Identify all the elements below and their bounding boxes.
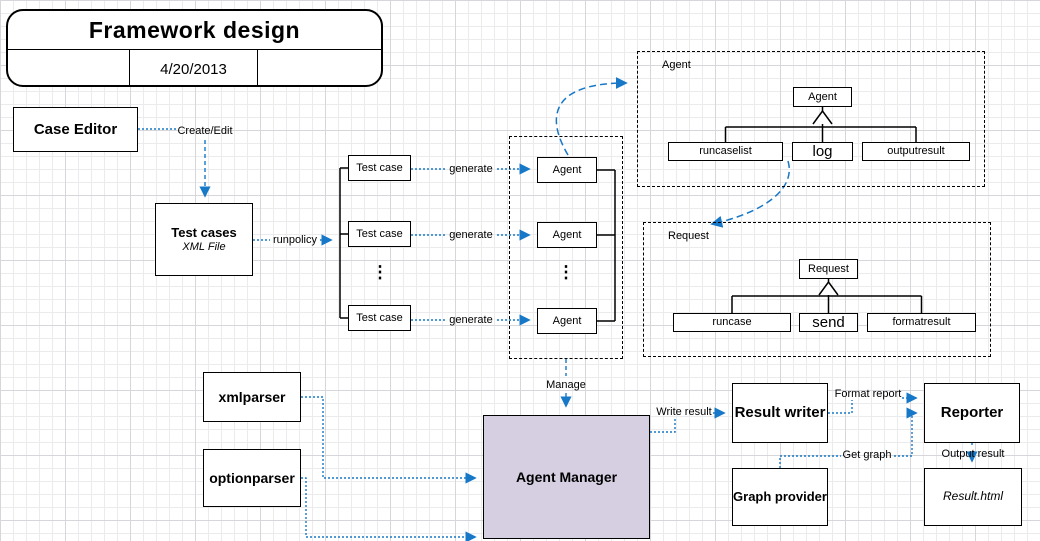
label-generate-2: generate [449, 229, 493, 241]
title-cell-right [258, 50, 381, 85]
xmlparser-line [301, 396, 477, 484]
label-generate-3: generate [449, 314, 493, 326]
node-agent-1: Agent [537, 157, 597, 183]
node-case-editor: Case Editor [13, 107, 138, 152]
agent-class-parent: Agent [793, 87, 852, 107]
agent-inheritance-triangle [812, 109, 833, 125]
label-runpolicy: runpolicy [272, 234, 318, 246]
agent-class-child-runcaselist: runcaselist [668, 142, 783, 161]
node-result-html: Result.html [924, 468, 1022, 526]
label-manage: Manage [546, 379, 586, 391]
test-case-ellipsis: ⋮ [371, 262, 389, 282]
label-format-report: Format report [834, 388, 902, 400]
title-cell-left [8, 50, 130, 85]
node-test-cases: Test cases XML File [155, 203, 253, 276]
request-class-child-send: send [799, 313, 858, 332]
node-test-case-2: Test case [348, 221, 411, 247]
agent-to-class-curve [555, 77, 628, 156]
request-class-child-runcase: runcase [673, 313, 791, 332]
optionparser-line [301, 477, 477, 541]
node-xmlparser: xmlparser [203, 372, 301, 422]
agent-class-child-outputresult: outputresult [862, 142, 970, 161]
request-class-child-formatresult: formatresult [867, 313, 976, 332]
get-graph-line-a [779, 455, 841, 468]
node-agent-2: Agent [537, 222, 597, 248]
request-class-parent: Request [799, 259, 858, 279]
request-inheritance-triangle [818, 280, 839, 296]
label-get-graph: Get graph [842, 449, 892, 461]
node-agent-manager: Agent Manager [483, 415, 650, 539]
label-generate-1: generate [449, 163, 493, 175]
format-report-line-a [828, 400, 853, 414]
test-cases-title: Test cases [171, 224, 237, 240]
node-test-case-1: Test case [348, 155, 411, 181]
agents-container [509, 136, 623, 359]
get-graph-line-b [894, 414, 913, 457]
runcaselist-to-request-curve [710, 160, 790, 228]
test-cases-subtitle: XML File [182, 240, 226, 253]
node-test-case-3: Test case [348, 305, 411, 331]
black-connectors [339, 107, 923, 322]
agent-class-container: Agent [637, 51, 985, 187]
title-block: Framework design 4/20/2013 [6, 9, 383, 87]
agent-ellipsis: ⋮ [557, 262, 575, 282]
request-tree-lines [731, 278, 923, 313]
agent-tree-lines [724, 107, 917, 142]
node-result-writer: Result writer [732, 383, 828, 443]
label-write-result: Write result [656, 406, 712, 418]
agent-class-child-log: log [792, 142, 853, 161]
write-result-line-a [650, 419, 676, 433]
blue-connectors [138, 128, 978, 541]
label-create-edit: Create/Edit [177, 125, 233, 137]
node-graph-provider: Graph provider [732, 468, 828, 526]
node-reporter: Reporter [924, 383, 1020, 443]
label-output-result: Output result [941, 448, 1005, 460]
title-info-row: 4/20/2013 [8, 50, 381, 85]
test-case-bracket [339, 167, 348, 319]
page-title: Framework design [8, 11, 381, 50]
request-class-container-label: Request [668, 230, 709, 242]
node-optionparser: optionparser [203, 449, 301, 507]
title-date: 4/20/2013 [130, 50, 258, 85]
request-class-container: Request [643, 222, 991, 357]
blue-reference-curves [555, 77, 790, 228]
node-agent-3: Agent [537, 308, 597, 334]
agent-class-container-label: Agent [662, 59, 691, 71]
agent-bus [597, 169, 616, 322]
